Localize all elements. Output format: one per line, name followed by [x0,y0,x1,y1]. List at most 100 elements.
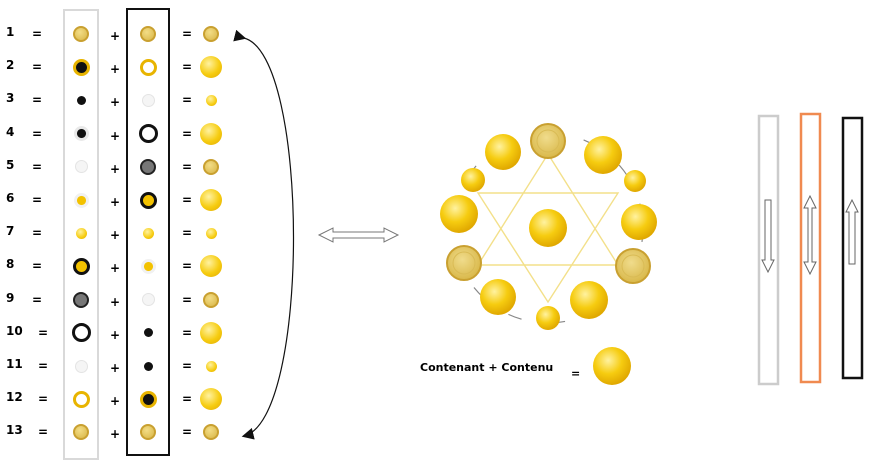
circle-r [200,56,222,79]
plus-sign: + [110,62,121,77]
circle-l [72,390,90,408]
circle-l [74,359,88,373]
circle-m [138,124,158,144]
middle-column-box [126,8,170,456]
circle-l [73,291,89,308]
equals-sign: = [182,259,193,274]
circle-l [73,26,89,42]
circle-m [140,26,156,42]
up-arrow-icon [845,198,859,265]
plus-sign: + [110,195,121,209]
circle-l [75,227,87,239]
row-number: 2 [6,58,15,73]
hexagram-diagram [440,123,657,330]
plus-sign: + [110,228,121,243]
circle-m [142,227,154,239]
plus-sign: + [110,427,121,442]
equals-sign: = [32,27,43,41]
black-bar [841,116,864,380]
circle-l [74,160,88,174]
equals-sign: = [182,325,193,340]
circle-m [140,424,156,441]
orange-bar [799,112,822,384]
equals-sign: = [182,60,193,75]
result-ball [593,347,631,385]
down-arrow-icon [761,199,775,274]
circle-r [203,424,219,441]
grey-bar [757,114,780,386]
left-column-box [63,9,99,460]
circle-r [200,321,222,344]
equals-sign: = [182,392,193,407]
row-number: 13 [6,423,23,438]
plus-sign: + [110,29,121,43]
equals-sign: = [182,226,193,241]
circle-m [140,158,156,175]
circle-r [203,291,219,308]
plus-sign: + [110,394,121,409]
equals-sign: = [32,126,43,141]
row-number: 1 [6,25,15,39]
row-number: 9 [6,290,15,305]
row-number: 5 [6,157,15,172]
circle-r [200,388,222,411]
caption-equals: = [571,367,581,380]
equals-sign: = [182,159,193,174]
row-number: 10 [6,323,23,338]
curved-double-arrow [233,29,295,440]
plus-sign: + [110,128,121,143]
up-down-arrow-icon [803,194,817,276]
plus-sign: + [110,361,121,375]
row-number: 6 [6,191,15,205]
circle-r [203,158,219,175]
equals-sign: = [38,325,49,340]
equals-sign: = [38,392,49,407]
equals-sign: = [182,193,193,207]
circle-r [205,227,217,239]
equals-sign: = [32,159,43,174]
equals-sign: = [32,193,43,207]
equals-sign: = [38,359,49,373]
equals-sign: = [32,292,43,307]
plus-sign: + [110,161,121,176]
circle-l [72,257,90,275]
row-number: 4 [6,124,15,139]
circle-m [140,258,156,274]
plus-sign: + [110,294,121,309]
circle-r [205,360,217,372]
circle-l [73,424,89,441]
row-number: 3 [6,91,15,106]
equals-sign: = [182,292,193,307]
equals-sign: = [182,126,193,141]
circle-l [76,95,86,105]
circle-r [203,26,219,42]
circle-r [200,122,222,145]
equals-sign: = [38,425,49,440]
equals-sign: = [182,359,193,373]
equals-sign: = [182,93,193,108]
circle-l [73,192,89,208]
circle-m [143,361,153,371]
row-number: 11 [6,357,23,371]
plus-sign: + [110,327,121,342]
row-number: 12 [6,390,23,405]
circle-l [73,126,89,142]
circle-l [71,323,91,343]
equals-sign: = [32,60,43,75]
plus-sign: + [110,261,121,276]
circle-l [72,58,90,76]
plus-sign: + [110,95,121,110]
equals-sign: = [32,226,43,241]
circle-m [139,58,157,76]
circle-m [139,390,157,408]
caption-text: Contenant + Contenu [420,361,554,374]
circle-m [141,93,155,107]
circle-m [143,328,153,338]
equals-sign: = [182,425,193,440]
circle-r [205,94,217,106]
row-number: 7 [6,224,15,239]
row-number: 8 [6,257,15,272]
circle-r [200,255,222,278]
hollow-double-arrow [317,227,400,243]
